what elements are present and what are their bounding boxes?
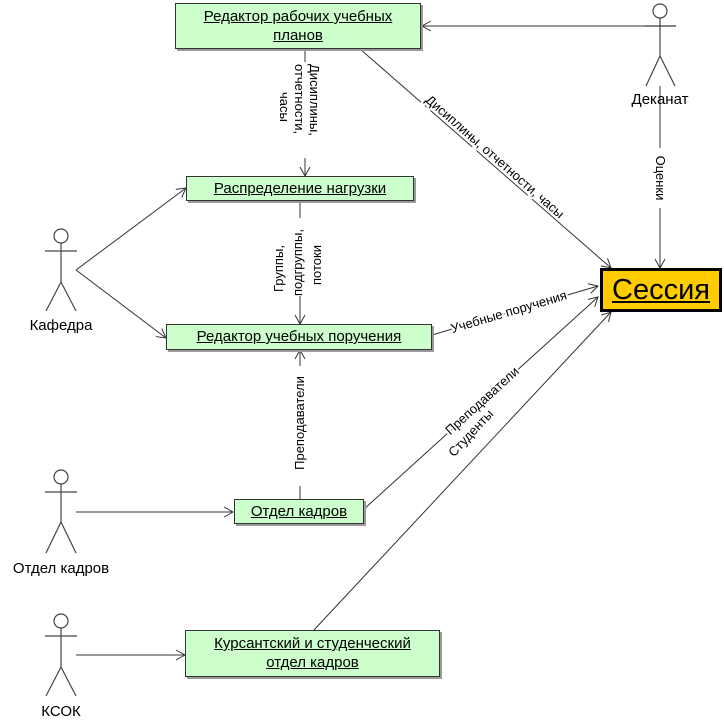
- label-rup-rn: Дисиплины, отчетности, часы: [272, 62, 334, 158]
- process-rn-label: Распределение нагрузки: [213, 180, 387, 197]
- actor-otdel-kadrov-figure[interactable]: [45, 469, 77, 554]
- process-rn[interactable]: Распределение нагрузки: [186, 176, 414, 201]
- label-ok-rup2-text: Преподаватели: [292, 376, 307, 470]
- label-rn-rup2-line1: Группы,: [271, 245, 286, 292]
- process-rup-line1: Редактор рабочих учебных: [203, 8, 393, 25]
- label-rn-rup2: Группы, подгруппы, потоки: [270, 218, 330, 296]
- edge-kafedra-to-rup2: [75, 269, 167, 339]
- process-rup-line2: планов: [273, 27, 323, 44]
- actor-dekanat-figure[interactable]: [645, 3, 676, 87]
- label-rn-rup2-line3: потоки: [309, 245, 324, 285]
- edge-rup-to-session: [359, 48, 612, 269]
- label-rup-rn-line1: Дисиплины,: [307, 64, 322, 136]
- process-session[interactable]: Сессия: [600, 268, 722, 312]
- edge-kafedra-to-rn: [75, 187, 187, 271]
- edge-rup2-to-session: [431, 283, 599, 336]
- process-rup2-label: Редактор учебных поручения: [196, 328, 402, 345]
- actor-dekanat-label: Деканат: [631, 91, 689, 108]
- label-rup2-session-text: Учебные поручения: [449, 287, 569, 336]
- process-rup2[interactable]: Редактор учебных поручения: [166, 324, 432, 350]
- process-rup[interactable]: Редактор рабочих учебных планов: [175, 3, 421, 49]
- label-ok-rup2: Преподаватели: [291, 366, 309, 486]
- label-dekanat-session-text: Оценки: [653, 156, 668, 201]
- process-ok-label: Отдел кадров: [250, 503, 348, 520]
- actor-kafedra-figure[interactable]: [45, 228, 77, 312]
- actor-ksok-label: КСОК: [41, 703, 81, 720]
- label-dekanat-session: Оценки: [652, 148, 668, 208]
- process-ksok[interactable]: Курсантский и студенческий отдел кадров: [185, 630, 440, 677]
- actor-otdel-kadrov-label: Отдел кадров: [12, 560, 110, 577]
- edge-ksok-to-session: [312, 311, 612, 632]
- edge-ok-to-session: [362, 296, 599, 511]
- label-rn-rup2-line2: подгруппы,: [290, 229, 305, 296]
- actor-ksok-figure[interactable]: [45, 613, 77, 697]
- label-rup2-session: Учебные поручения: [447, 285, 571, 338]
- label-rup-session: Дисиплины, отчетности, часы: [421, 90, 570, 223]
- process-session-label: Сессия: [612, 274, 710, 306]
- label-rup-session-text: Дисиплины, отчетности, часы: [423, 92, 568, 221]
- process-ksok-line2: отдел кадров: [266, 654, 359, 671]
- actor-kafedra-label: Кафедра: [29, 317, 93, 334]
- process-ok[interactable]: Отдел кадров: [234, 499, 364, 524]
- label-rup-rn-line3: часы: [277, 92, 292, 122]
- process-ksok-line1: Курсантский и студенческий: [214, 635, 411, 652]
- label-rup-rn-line2: отчетности,: [292, 64, 307, 134]
